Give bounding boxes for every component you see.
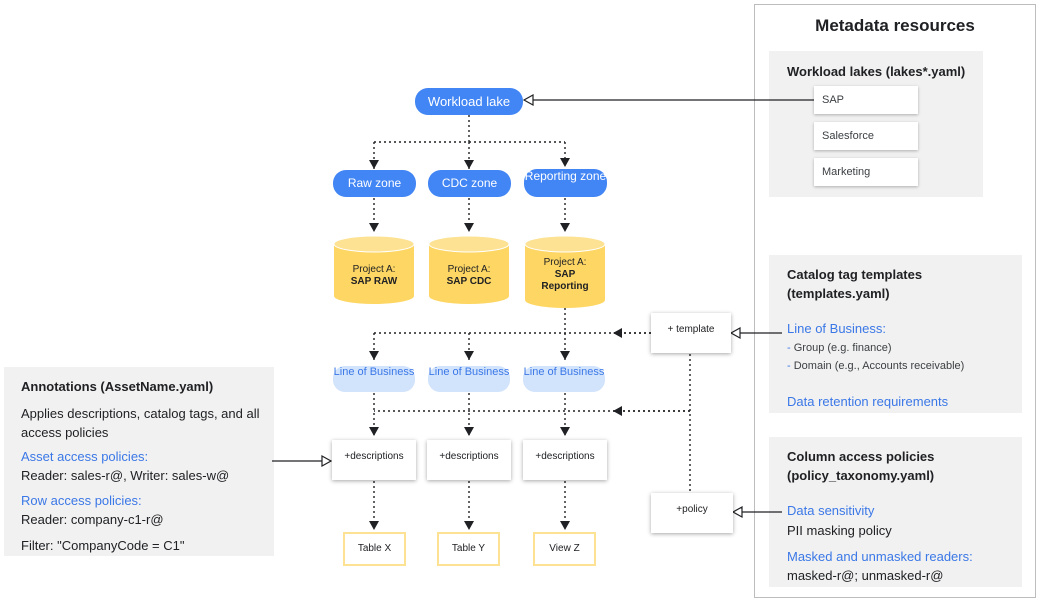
lake-item-sap: SAP <box>814 86 918 114</box>
column-access-policies-box <box>769 437 1022 587</box>
row-access-value: Reader: company-c1-r@ <box>21 512 164 527</box>
lob-tag-raw: Line of Business <box>333 366 415 392</box>
column-access-policies-title: Column access policies <box>787 449 935 464</box>
project-line2: SAP CDC <box>446 276 492 287</box>
project-line3: Reporting <box>541 281 589 292</box>
cylinder-sap-reporting <box>524 235 606 308</box>
dash-bullet: - <box>787 342 794 354</box>
masked-readers-value: masked-r@; unmasked-r@ <box>787 568 944 583</box>
cylinder-sap-cdc <box>428 235 510 304</box>
annotations-box <box>4 367 274 556</box>
pii-masking-text: PII masking policy <box>787 523 892 538</box>
policy-card: +policy <box>651 493 733 533</box>
project-line2: SAP <box>554 269 576 280</box>
annotations-description: Applies descriptions, catalog tags, and … <box>21 406 260 440</box>
descriptions-card-y: +descriptions <box>427 440 511 480</box>
lake-item-marketing: Marketing <box>814 158 918 186</box>
project-line2: SAP RAW <box>350 276 398 287</box>
domain-item-text: Domain (e.g., Accounts receivable) <box>793 360 965 372</box>
project-line1: Project A: <box>352 264 396 275</box>
domain-item: - Domain (e.g., Accounts receivable) <box>787 360 964 372</box>
descriptions-card-z: +descriptions <box>523 440 607 480</box>
column-access-policies-subtitle: (policy_taxonomy.yaml) <box>787 468 935 483</box>
descriptions-card-x: +descriptions <box>332 440 416 480</box>
workload-lake-node: Workload lake <box>415 88 523 115</box>
masked-readers-label: Masked and unmasked readers: <box>787 549 973 564</box>
project-line1: Project A: <box>543 257 587 268</box>
table-x: Table X <box>343 532 406 566</box>
group-item: - Group (e.g. finance) <box>787 342 892 354</box>
raw-zone-node: Raw zone <box>333 170 416 197</box>
table-y: Table Y <box>437 532 500 566</box>
project-cylinders <box>333 235 606 308</box>
project-sap-reporting-label: Project A: SAP Reporting <box>525 257 605 293</box>
cdc-zone-node: CDC zone <box>428 170 511 197</box>
asset-access-label: Asset access policies: <box>21 449 149 464</box>
catalog-tag-templates-box <box>769 255 1022 413</box>
asset-access-value: Reader: sales-r@, Writer: sales-w@ <box>21 468 230 483</box>
catalog-tag-templates-subtitle: (templates.yaml) <box>787 286 890 301</box>
data-retention-label: Data retention requirements <box>787 394 949 409</box>
view-z: View Z <box>533 532 596 566</box>
catalog-tag-templates-title: Catalog tag templates <box>787 267 923 282</box>
group-item-text: Group (e.g. finance) <box>793 342 892 354</box>
project-sap-cdc-label: Project A: SAP CDC <box>429 264 509 288</box>
row-access-label: Row access policies: <box>21 493 142 508</box>
metadata-panel-title: Metadata resources <box>815 16 975 35</box>
project-line1: Project A: <box>447 264 491 275</box>
reporting-zone-node: Reporting zone <box>524 169 607 197</box>
annotations-title: Annotations (AssetName.yaml) <box>21 379 214 394</box>
project-sap-raw-label: Project A: SAP RAW <box>334 264 414 288</box>
cylinder-sap-raw <box>333 235 415 304</box>
workload-lakes-title: Workload lakes (lakes*.yaml) <box>787 64 966 79</box>
lob-tag-reporting: Line of Business <box>523 366 605 392</box>
dash-bullet: - <box>787 360 794 372</box>
lob-tag-cdc: Line of Business <box>428 366 510 392</box>
lake-item-salesforce: Salesforce <box>814 122 918 150</box>
template-card: + template <box>651 313 731 353</box>
data-sensitivity-label: Data sensitivity <box>787 503 875 518</box>
filter-text: Filter: "CompanyCode = C1" <box>21 538 185 553</box>
line-of-business-label: Line of Business: <box>787 321 887 336</box>
